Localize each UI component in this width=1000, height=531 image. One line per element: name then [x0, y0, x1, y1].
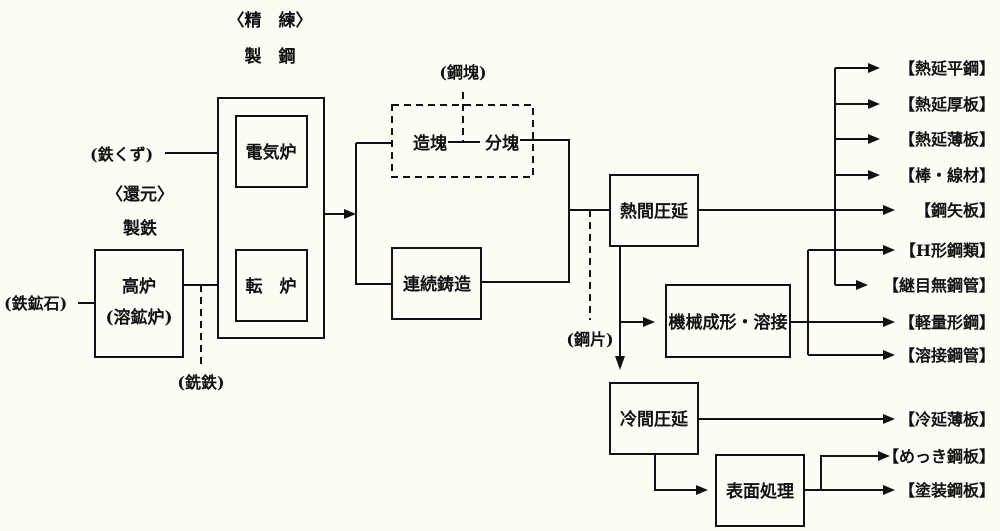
arrow-head [878, 451, 890, 461]
product-label: 【熱延厚板】 [899, 95, 995, 114]
arrow-head [643, 317, 655, 327]
refining-stage-bracket: 〈精 練〉 [228, 10, 313, 31]
forming-product-branches: 【H形鋼類】【軽量形鋼】【溶接鋼管】 [808, 241, 995, 365]
arrow-head [883, 414, 895, 424]
hot-rolling-label: 熱間圧延 [620, 201, 689, 222]
casting-output-line [481, 210, 570, 283]
split-bus-line [355, 143, 392, 285]
product-label: 【継目無鋼管】 [883, 276, 995, 295]
product-label: 【軽量形鋼】 [899, 313, 995, 332]
reduction-stage-bracket: 〈還元〉 [106, 184, 174, 205]
pig-iron-label: (銑鉄) [177, 373, 224, 392]
blooming-label: 分塊 [485, 133, 519, 154]
product-label: 【熱延薄板】 [899, 130, 995, 149]
arrow-head [883, 317, 895, 327]
product-label: 【鋼矢板】 [915, 201, 995, 220]
blast-furnace-sublabel: (溶鉱炉) [105, 307, 172, 328]
hot-product-branches: 【熱延平鋼】【熱延厚板】【熱延薄板】【棒・線材】【鋼矢板】【継目無鋼管】 [835, 59, 995, 295]
converter-label: 転 炉 [246, 276, 297, 297]
product-cold-rolled-sheet: 【冷延薄板】 [899, 410, 995, 429]
arrow-head [696, 485, 708, 495]
product-label: 【棒・線材】 [899, 166, 995, 185]
electric-furnace-box [235, 115, 308, 188]
arrow-head [868, 134, 880, 144]
arrow-head [868, 170, 880, 180]
product-plated-sheet: 【めっき鋼板】 [883, 447, 995, 466]
surface-treatment-label: 表面処理 [726, 481, 794, 502]
ingot-route-dashed-box [391, 104, 534, 178]
steelmaking-group-box [217, 97, 325, 339]
product-label: 【熱延平鋼】 [899, 59, 995, 78]
forming-welding-label: 機械成形・溶接 [669, 312, 788, 333]
reduction-stage-name: 製鉄 [122, 218, 157, 239]
continuous-casting-box [391, 247, 482, 320]
refining-stage-name: 製 鋼 [244, 46, 296, 67]
blooming-output-line [520, 139, 570, 210]
continuous-casting-label: 連続鋳造 [403, 274, 472, 295]
arrow-head [868, 63, 880, 73]
arrow-head [868, 99, 880, 109]
blast-furnace-label: 高炉 [122, 276, 156, 297]
arrow-head [344, 209, 356, 219]
arrow-head [856, 280, 868, 290]
ingot-making-label: 造塊 [413, 133, 447, 154]
electric-furnace-label: 電気炉 [246, 142, 297, 163]
cold-rolling-label: 冷間圧延 [620, 409, 689, 430]
scrap-iron-label: (鉄くず) [90, 145, 153, 164]
steel-ingot-label: (鋼塊) [439, 63, 486, 82]
to-plated-line [820, 455, 880, 490]
product-coated-sheet: 【塗装鋼板】 [899, 481, 995, 500]
steel-slab-label: (鋼片) [566, 330, 613, 349]
product-label: 【溶接鋼管】 [899, 346, 995, 365]
arrow-head [883, 245, 895, 255]
arrow-head [883, 485, 895, 495]
converter-box [235, 249, 308, 322]
arrow-head [883, 205, 895, 215]
arrow-head [883, 350, 895, 360]
arrow-head [615, 356, 625, 370]
cold-to-surface-line [654, 454, 700, 491]
iron-ore-label: (鉄鉱石) [4, 294, 67, 313]
product-label: 【H形鋼類】 [900, 241, 995, 260]
blast-furnace-box [94, 249, 184, 358]
